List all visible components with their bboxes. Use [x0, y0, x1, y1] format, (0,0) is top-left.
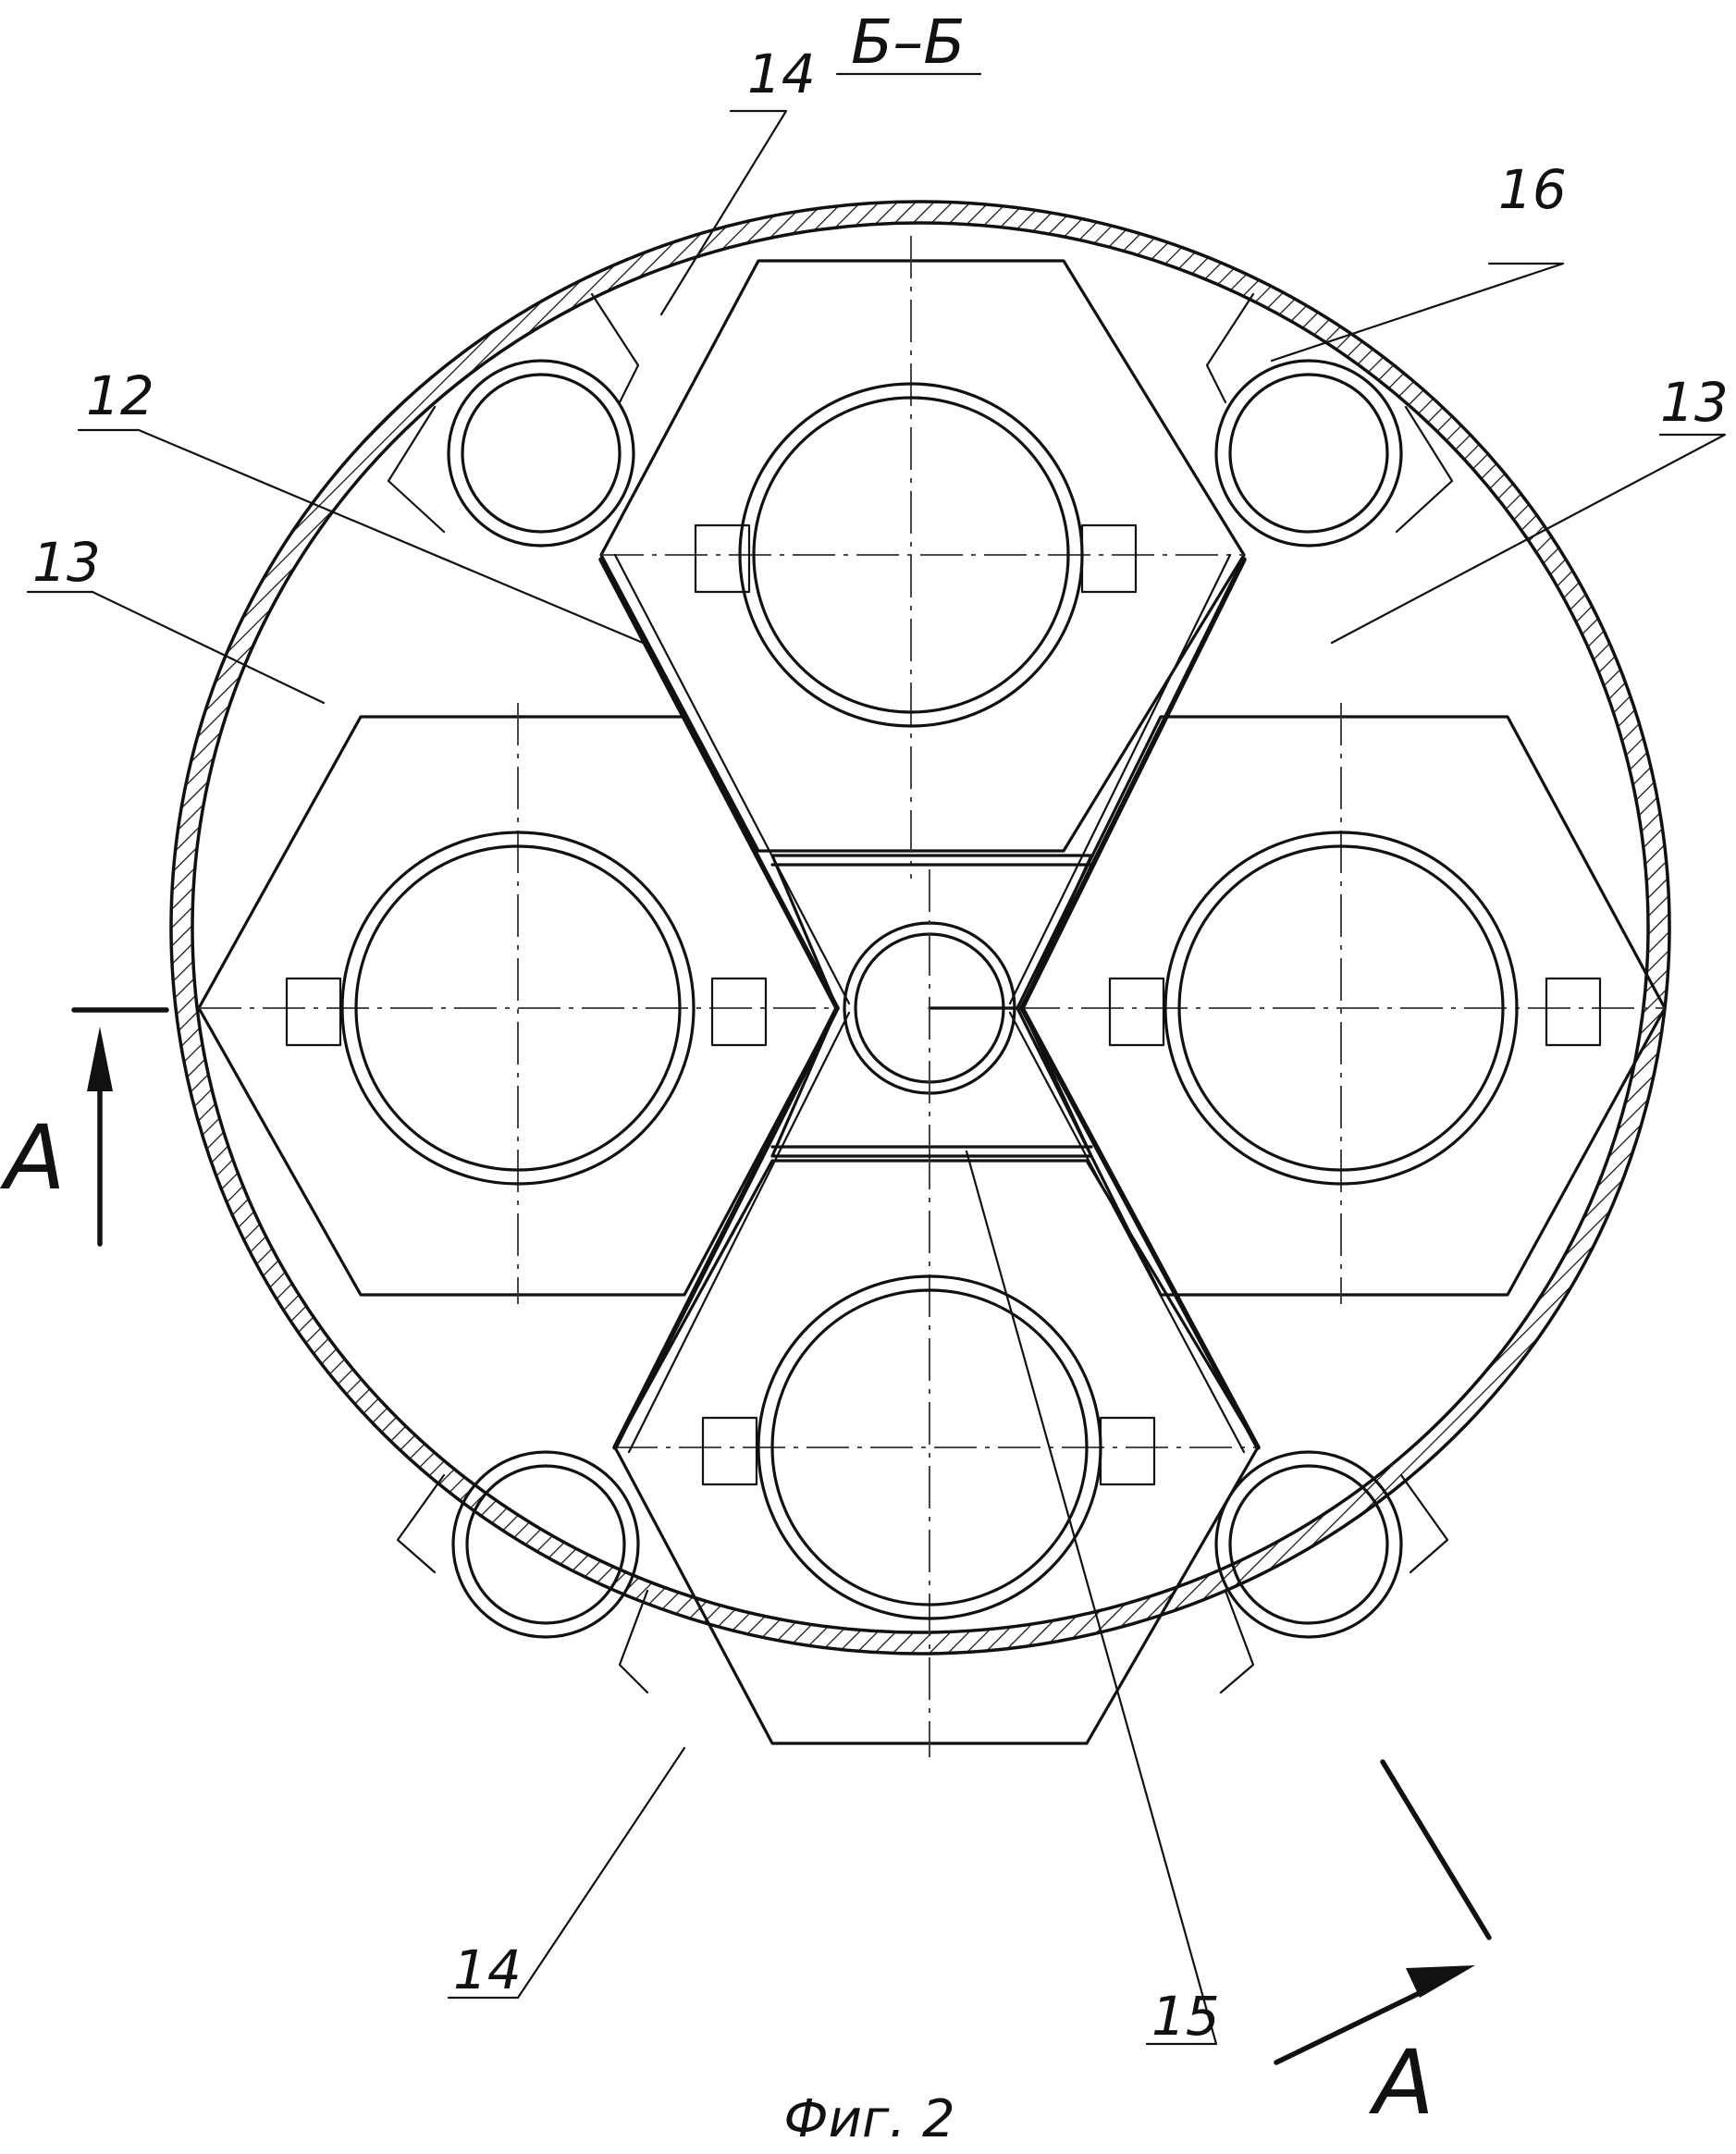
small-tube-top-right: [1205, 292, 1454, 548]
outer-shell: [169, 200, 1671, 1656]
label-13-right: 13: [1660, 371, 1729, 434]
section-cut-a: [71, 1007, 1492, 2065]
small-tube-bottom-right: [1214, 1450, 1449, 1694]
hex-block-left: [197, 703, 839, 1304]
label-14-top: 14: [747, 43, 816, 105]
leader-lines: [26, 109, 1727, 2046]
figure-caption: Фиг. 2: [783, 2089, 954, 2149]
small-tube-bottom-left: [396, 1450, 649, 1694]
hex-block-top: [599, 236, 1246, 879]
section-title: Б–Б: [851, 6, 966, 78]
hex-block-bottom: [613, 1147, 1260, 1757]
central-core: [770, 854, 1093, 1158]
label-14-bottom: 14: [453, 1939, 522, 2001]
hex-block-right: [1016, 703, 1667, 1304]
label-12: 12: [86, 364, 154, 427]
label-15: 15: [1151, 1985, 1220, 2048]
small-tube-top-left: [387, 292, 640, 548]
section-mark-right: А: [1368, 2031, 1434, 2135]
label-13-left: 13: [32, 531, 101, 594]
divider-plates: [598, 553, 1261, 1454]
section-mark-left: А: [0, 1106, 66, 1210]
label-16: 16: [1498, 158, 1567, 221]
